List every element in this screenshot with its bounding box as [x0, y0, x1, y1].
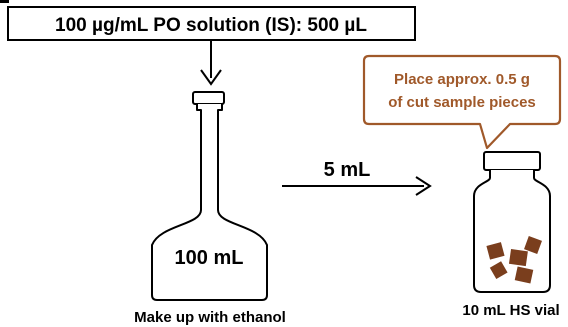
sample-piece — [524, 236, 542, 254]
vial-caption: 10 mL HS vial — [462, 302, 559, 319]
solution-box-text: 100 µg/mL PO solution (IS): 500 µL — [55, 15, 367, 36]
callout-line-1: Place approx. 0.5 g — [394, 71, 530, 88]
vial-cap — [483, 151, 541, 171]
hs-vial — [473, 151, 551, 293]
callout-bubble — [362, 54, 562, 150]
flask-stopper — [192, 91, 225, 105]
down-arrow-icon — [200, 40, 222, 86]
sample-pieces — [486, 236, 542, 284]
clipped-top-element — [0, 0, 9, 3]
sample-piece — [486, 242, 505, 260]
volumetric-flask — [151, 91, 268, 301]
right-arrow-icon — [282, 176, 432, 196]
callout-line-2: of cut sample pieces — [388, 94, 536, 111]
sample-piece — [489, 261, 508, 280]
flask-caption: Make up with ethanol — [134, 309, 286, 326]
solution-box — [7, 6, 416, 41]
sample-piece — [514, 266, 534, 284]
sample-piece — [508, 248, 528, 267]
flask-volume-label: 100 mL — [175, 247, 244, 269]
transfer-volume-label: 5 mL — [324, 159, 371, 181]
